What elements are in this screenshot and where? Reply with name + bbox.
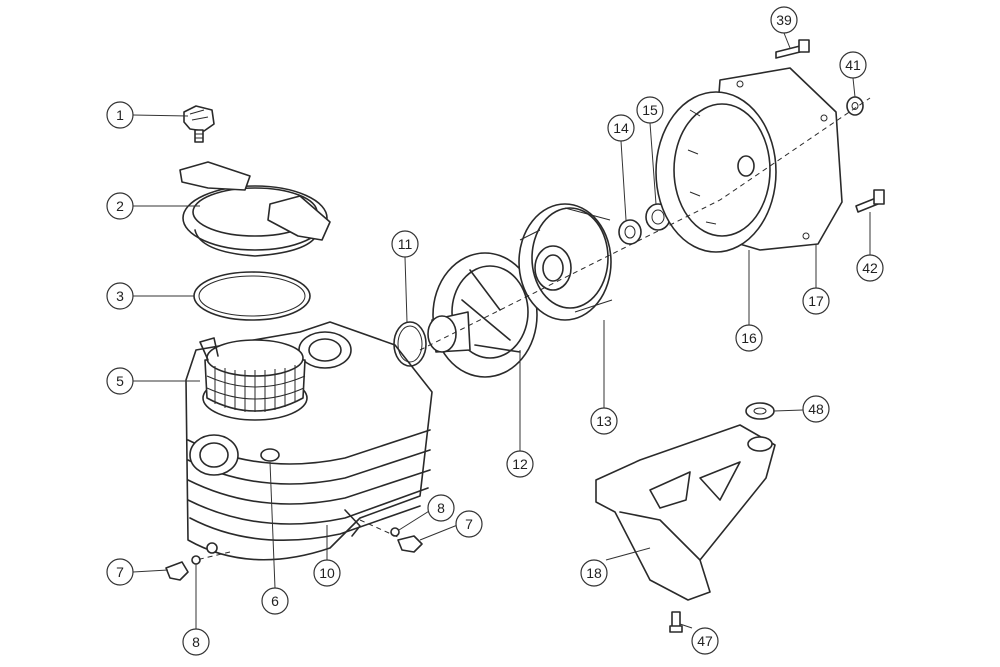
part-42-bolt — [855, 189, 885, 213]
callout-label: 18 — [586, 565, 602, 581]
callout-circle — [856, 254, 884, 282]
part-39-bolt — [775, 39, 810, 59]
callout-label: 5 — [116, 373, 124, 389]
callout-14: 14 — [607, 114, 635, 142]
callout-label: 10 — [319, 565, 335, 581]
part-6-drain-fitting — [260, 448, 280, 462]
part-2-lid — [179, 161, 331, 257]
callout-7-right: 7 — [455, 510, 483, 538]
callout-circle — [455, 510, 483, 538]
callout-label: 11 — [398, 236, 413, 252]
callout-label: 17 — [808, 293, 824, 309]
callout-8-right: 8 — [427, 494, 455, 522]
callout-label: 48 — [808, 401, 824, 417]
callout-circle — [182, 628, 210, 656]
callout-circle — [106, 282, 134, 310]
callout-41: 41 — [839, 51, 867, 79]
part-18-motor-base — [595, 424, 776, 601]
callout-label: 39 — [776, 12, 792, 28]
callout-circle — [770, 6, 798, 34]
callout-label: 12 — [512, 456, 528, 472]
assembly-axis-line — [419, 97, 871, 351]
callout-label: 2 — [116, 198, 124, 214]
callout-circle — [590, 407, 618, 435]
callout-17: 17 — [802, 287, 830, 315]
callout-47: 47 — [691, 627, 719, 655]
callout-label: 3 — [116, 288, 124, 304]
callout-6: 6 — [261, 587, 289, 615]
callout-label: 8 — [192, 634, 200, 650]
callout-circle — [261, 587, 289, 615]
part-11-o-ring — [393, 321, 427, 367]
callout-8-bottom: 8 — [182, 628, 210, 656]
callout-2: 2 — [106, 192, 134, 220]
callout-42: 42 — [856, 254, 884, 282]
callout-15: 15 — [636, 96, 664, 124]
callout-16: 16 — [735, 324, 763, 352]
callout-circle — [735, 324, 763, 352]
callout-3: 3 — [106, 282, 134, 310]
callout-circle — [636, 96, 664, 124]
part-41-washer — [846, 96, 864, 116]
part-16-seal-plate — [655, 91, 777, 253]
callout-circle — [802, 395, 830, 423]
callout-label: 14 — [613, 120, 629, 136]
callout-label: 8 — [437, 500, 445, 516]
callout-39: 39 — [770, 6, 798, 34]
callout-label: 15 — [642, 102, 658, 118]
callout-13: 13 — [590, 407, 618, 435]
callout-11: 11 — [391, 230, 419, 258]
part-14-seal — [618, 219, 642, 245]
part-7-drain-plug-left — [165, 561, 189, 581]
part-12-diffuser — [427, 252, 538, 378]
callout-circle — [506, 450, 534, 478]
callout-5: 5 — [106, 367, 134, 395]
callout-12: 12 — [506, 450, 534, 478]
part-48-bushing — [745, 402, 775, 420]
callout-1: 1 — [106, 101, 134, 129]
leader-lines — [132, 32, 871, 629]
callout-label: 6 — [271, 593, 279, 609]
part-8-o-ring-right — [390, 527, 400, 537]
callout-label: 41 — [845, 57, 861, 73]
callout-label: 16 — [741, 330, 757, 346]
part-3-o-ring — [193, 271, 311, 321]
callout-circle — [691, 627, 719, 655]
callout-circle — [106, 192, 134, 220]
callout-circle — [106, 101, 134, 129]
part-1-knob — [183, 105, 215, 143]
callout-label: 47 — [697, 633, 713, 649]
callout-circle — [313, 559, 341, 587]
callout-circle — [802, 287, 830, 315]
callout-7-left: 7 — [106, 558, 134, 586]
callout-circle — [391, 230, 419, 258]
part-8-o-ring-left — [191, 555, 201, 565]
part-7-drain-plug-right — [397, 535, 423, 553]
callout-label: 1 — [116, 107, 124, 123]
part-47-screw — [669, 611, 683, 633]
callout-label: 13 — [596, 413, 612, 429]
callout-circle — [839, 51, 867, 79]
part-5-strainer-basket — [199, 337, 308, 421]
callout-18: 18 — [580, 559, 608, 587]
callout-label: 42 — [862, 260, 878, 276]
callout-circle — [607, 114, 635, 142]
callout-circle — [106, 558, 134, 586]
callout-circle — [106, 367, 134, 395]
callout-circle — [580, 559, 608, 587]
callout-circle — [427, 494, 455, 522]
callout-label: 7 — [465, 516, 473, 532]
callout-10: 10 — [313, 559, 341, 587]
part-13-impeller — [518, 203, 613, 321]
callout-48: 48 — [802, 395, 830, 423]
callout-label: 7 — [116, 564, 124, 580]
